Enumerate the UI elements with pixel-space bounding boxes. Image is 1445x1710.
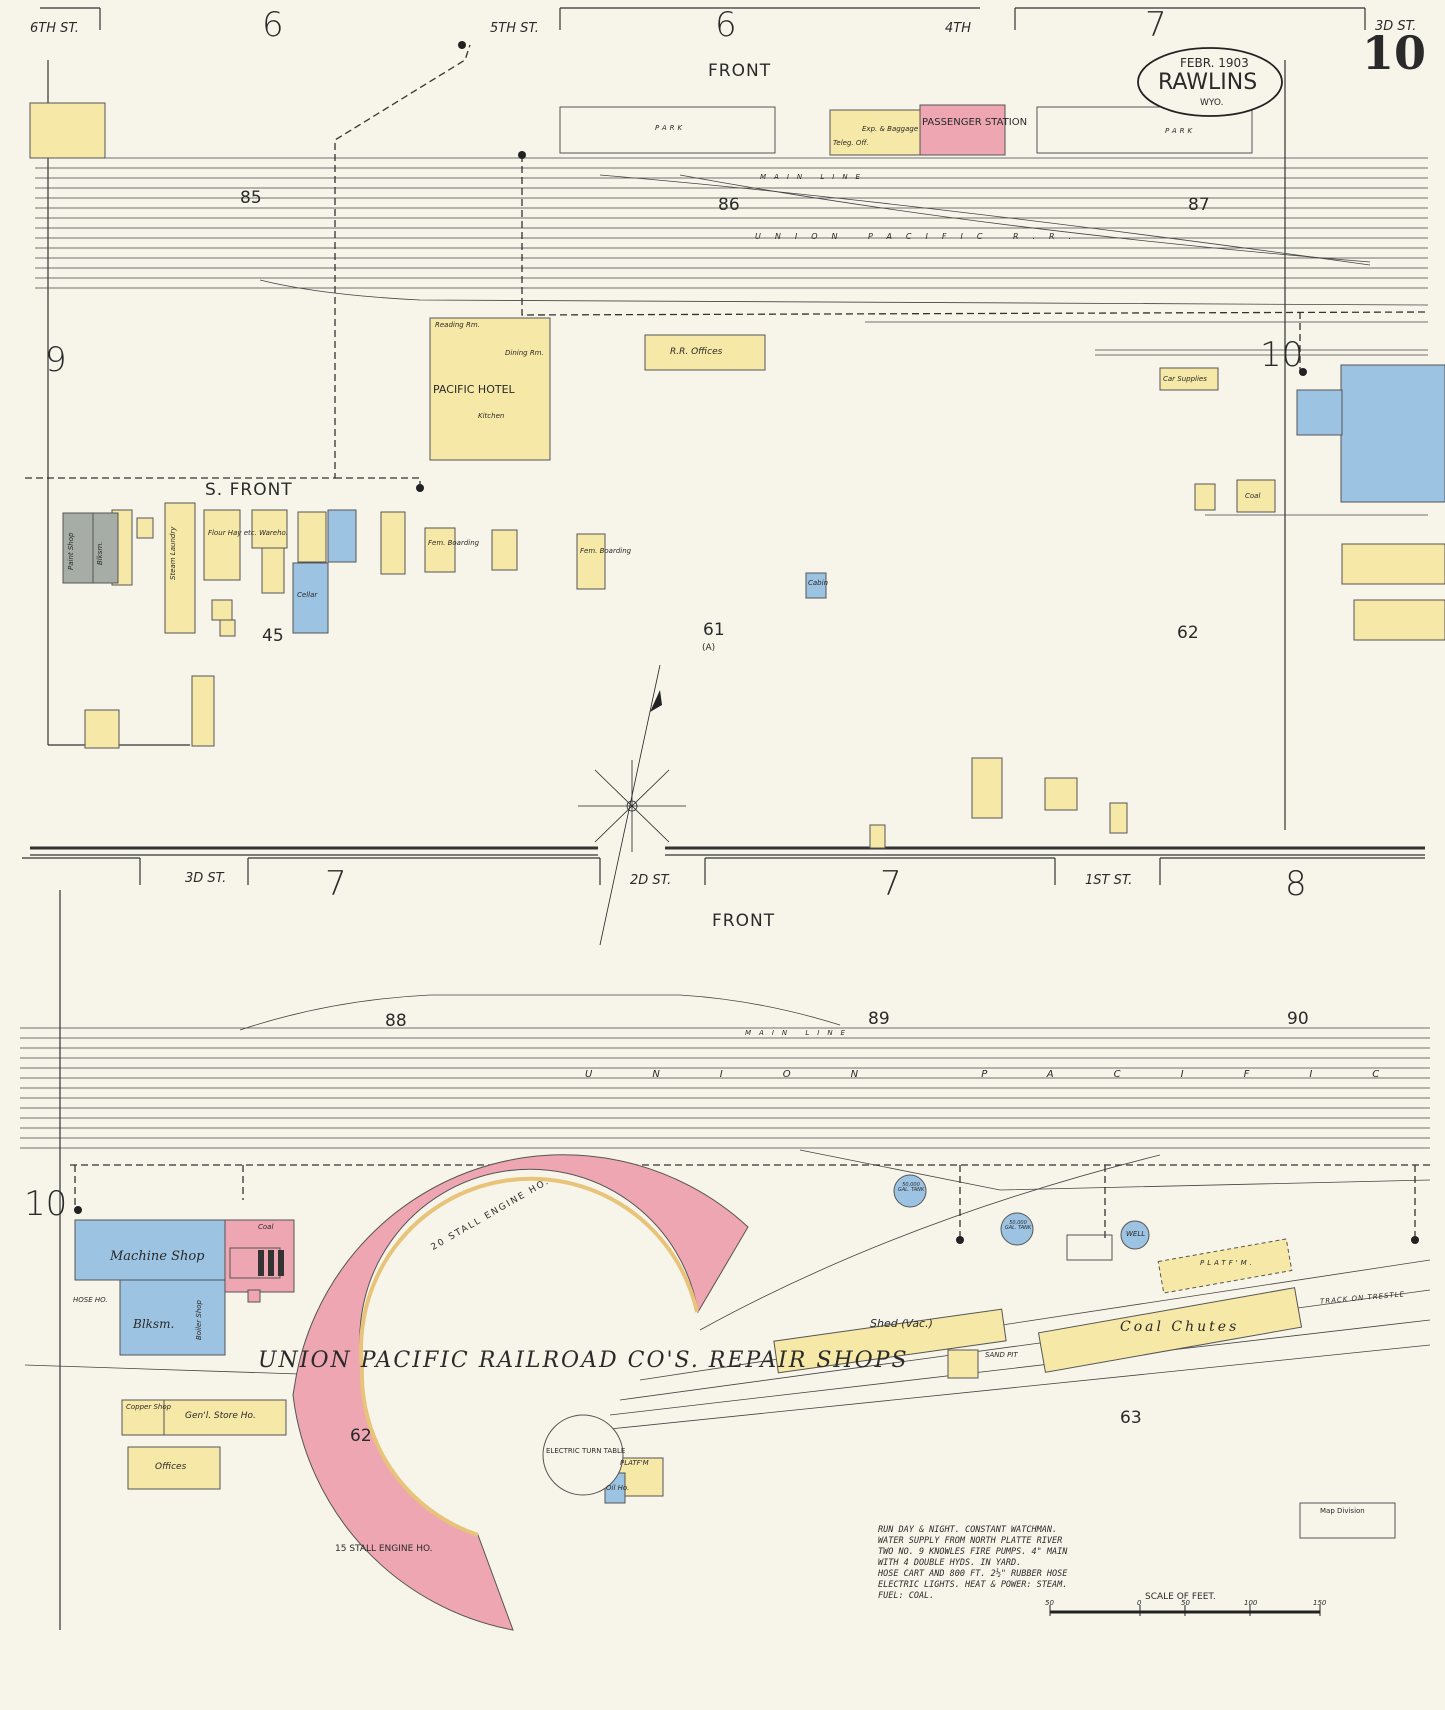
hose-ho-label: HOSE HO.	[73, 1296, 108, 1304]
platform-label-2: PLATF'M	[620, 1459, 649, 1467]
block-62-bot: 62	[350, 1426, 372, 1446]
fem-boarding-label-1: Fem. Boarding	[428, 539, 480, 547]
repair-shops-title: UNION PACIFIC RAILROAD CO'S. REPAIR SHOP…	[258, 1348, 909, 1373]
map-city: RAWLINS	[1158, 70, 1258, 95]
block-61-a: (A)	[702, 643, 716, 653]
tank-label-1: 50,000 GAL. TANK	[897, 1182, 925, 1193]
sheet-ref-7: 7	[1145, 5, 1167, 45]
offices-label: Offices	[155, 1462, 187, 1472]
scale-tick-2: 50	[1181, 1599, 1190, 1607]
coal-right-label: Coal	[1245, 492, 1261, 500]
cellar-label: Cellar	[297, 591, 318, 599]
tank-label-2: 50,000 GAL. TANK	[1004, 1220, 1032, 1231]
coal-shop-label: Coal	[258, 1223, 274, 1231]
street-1st: 1ST ST.	[1085, 873, 1133, 888]
cabin-label: Cabin	[808, 579, 829, 587]
platform-label-1: PLATF'M.	[1200, 1259, 1255, 1267]
sheet-ref-6a: 6	[262, 5, 284, 45]
block-90: 90	[1287, 1009, 1309, 1029]
rr-offices-label: R.R. Offices	[670, 347, 723, 357]
block-63: 63	[1120, 1408, 1142, 1428]
union-pacific-label-bot: UNION PACIFIC R.R.	[585, 1069, 1445, 1080]
paint-shop-label: Paint Shop	[67, 532, 75, 570]
boiler-shop-label: Boiler Shop	[195, 1300, 203, 1340]
scale-tick-1: 0	[1137, 1599, 1142, 1607]
steam-laundry-label: Steam Laundry	[169, 526, 177, 580]
passenger-station-label: PASSENGER STATION	[922, 117, 1028, 128]
blksm-top-label: Blksm.	[96, 541, 104, 566]
block-45: 45	[262, 626, 284, 646]
sheet-ref-10-left: 10	[24, 1184, 68, 1224]
street-4th: 4TH	[945, 21, 971, 36]
street-3rd-top: 3D ST.	[1375, 19, 1417, 34]
machine-shop-label: Machine Shop	[110, 1249, 205, 1264]
scale-tick-4: 150	[1313, 1599, 1327, 1607]
reading-rm-label: Reading Rm.	[435, 321, 480, 329]
coal-chutes-label: Coal Chutes	[1120, 1319, 1240, 1335]
block-86: 86	[718, 195, 740, 215]
pacific-hotel-label: PACIFIC HOTEL	[433, 383, 515, 396]
street-front-top: FRONT	[708, 61, 772, 81]
dining-rm-label: Dining Rm.	[505, 349, 544, 357]
turntable-label: ELECTRIC TURN TABLE	[546, 1447, 626, 1455]
scale-label: SCALE OF FEET.	[1145, 1592, 1216, 1602]
main-line-label-bot: MAIN LINE	[745, 1029, 853, 1037]
park-label-1: PARK	[655, 124, 686, 132]
scale-tick-3: 100	[1244, 1599, 1258, 1607]
fire-protection-note: RUN DAY & NIGHT. CONSTANT WATCHMAN. WATE…	[878, 1525, 1068, 1601]
genl-store-label: Gen'l. Store Ho.	[185, 1411, 256, 1421]
sheet-number: 10	[1362, 26, 1427, 80]
car-supplies-label: Car Supplies	[1163, 375, 1207, 383]
shed-label: Shed (Vac.)	[870, 1317, 933, 1330]
sheet-ref-9: 9	[45, 340, 67, 380]
union-pacific-label-top: UNION PACIFIC R.R.	[755, 232, 1086, 241]
street-5th: 5TH ST.	[490, 21, 539, 36]
block-88: 88	[385, 1011, 407, 1031]
sheet-ref-10-right: 10	[1260, 335, 1304, 375]
block-85: 85	[240, 188, 262, 208]
street-2nd: 2D ST.	[630, 873, 672, 888]
engine-15-label: 15 STALL ENGINE HO.	[335, 1544, 433, 1554]
oil-ho-label: Oil Ho.	[606, 1484, 630, 1492]
block-89: 89	[868, 1009, 890, 1029]
park-label-2: PARK	[1165, 127, 1196, 135]
flour-hay-label: Flour Hay etc. Wareho.	[208, 529, 289, 537]
sheet-ref-7-mid-a: 7	[325, 864, 347, 904]
sand-pit-label: SAND PIT	[985, 1351, 1018, 1359]
block-62-top: 62	[1177, 623, 1199, 643]
fem-boarding-label-2: Fem. Boarding	[580, 547, 632, 555]
well-label: WELL	[1126, 1230, 1146, 1238]
sheet-ref-8: 8	[1285, 864, 1307, 904]
blksm-bot-label: Blksm.	[133, 1317, 175, 1331]
street-6th: 6TH ST.	[30, 21, 79, 36]
copper-shop-label: Copper Shop	[126, 1403, 172, 1411]
block-61: 61	[703, 620, 725, 640]
street-front-mid: FRONT	[712, 911, 776, 931]
kitchen-label: Kitchen	[478, 412, 505, 420]
teleg-off-label: Teleg. Off.	[833, 139, 869, 147]
street-s-front: S. FRONT	[205, 480, 293, 500]
exp-baggage-label: Exp. & Baggage	[862, 125, 919, 133]
sheet-ref-6b: 6	[715, 5, 737, 45]
map-date: FEBR. 1903	[1180, 56, 1249, 70]
main-line-label-top: MAIN LINE	[760, 173, 868, 181]
map-state: WYO.	[1200, 98, 1224, 108]
block-87: 87	[1188, 195, 1210, 215]
street-3rd-mid: 3D ST.	[185, 871, 227, 886]
scale-tick-0: 50	[1045, 1599, 1054, 1607]
sheet-ref-7-mid-b: 7	[880, 864, 902, 904]
map-division-stamp: Map Division	[1320, 1507, 1365, 1515]
